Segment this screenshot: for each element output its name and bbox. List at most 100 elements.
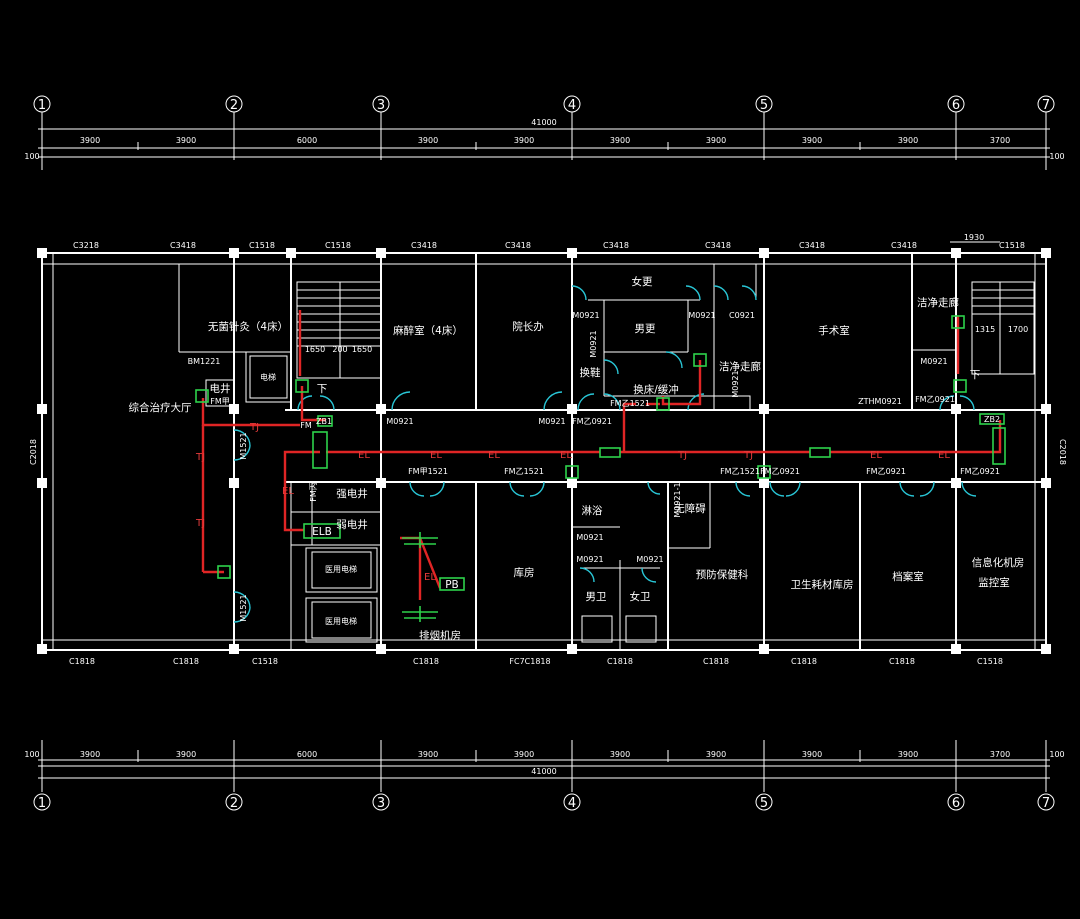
bot-seg-3: 6000 bbox=[297, 750, 317, 759]
zb2-label: ZB2 bbox=[984, 415, 1000, 424]
stair-right: 1315 1700 下 bbox=[970, 281, 1035, 381]
window-top-5: C3418 bbox=[411, 241, 437, 250]
axis-4-bottom: 4 bbox=[563, 793, 581, 811]
zb2-box bbox=[979, 413, 1005, 425]
room-change-shoes: 换鞋 bbox=[580, 366, 601, 379]
damper-1 bbox=[599, 447, 621, 458]
window-labels-bottom: C1818 C1818 C1518 C1818 FC7C1818 C1818 C… bbox=[69, 657, 1003, 666]
axis-5: 5 bbox=[755, 95, 773, 113]
door-label-8: M0921 bbox=[572, 311, 599, 320]
room-supplies: 卫生耗材库房 bbox=[791, 578, 854, 591]
window-top-9: C3418 bbox=[799, 241, 825, 250]
window-bot-7: C1818 bbox=[703, 657, 729, 666]
room-change-bed: 换床/缓冲 bbox=[633, 383, 679, 396]
axis-1: 1 bbox=[33, 95, 51, 113]
fan-unit-9 bbox=[951, 315, 965, 329]
door-label-17: M1521 bbox=[239, 594, 248, 621]
door-label-23: M0921-1 bbox=[673, 482, 682, 517]
duct-label-tj-1: TJ bbox=[677, 450, 687, 461]
window-top-10: C3418 bbox=[891, 241, 917, 250]
axis-6-bottom: 6 bbox=[947, 793, 965, 811]
fan-unit-2 bbox=[217, 565, 231, 579]
door-label-11: FM乙1521 bbox=[610, 399, 650, 408]
axis-3: 3 bbox=[372, 95, 390, 113]
zb1-label: ZB1 bbox=[316, 417, 332, 426]
pb-box bbox=[439, 577, 465, 591]
bot-seg-8: 3900 bbox=[898, 750, 918, 759]
fan-unit-7 bbox=[693, 353, 707, 367]
top-edge-left: 100 bbox=[24, 152, 39, 161]
room-sterile: 无菌针灸（4床） bbox=[208, 320, 288, 333]
bot-edge-right: 100 bbox=[1049, 750, 1064, 759]
room-power-shaft: 电井 bbox=[210, 382, 231, 395]
door-label-2: FM甲 bbox=[210, 397, 230, 406]
room-accessible: 无障碍 bbox=[674, 502, 706, 515]
window-bot-3: C1518 bbox=[252, 657, 278, 666]
room-labels: 综合治疗大厅 无菌针灸（4床） 麻醉室（4床） 院长办 女更 男更 换鞋 换床/… bbox=[129, 275, 1025, 642]
bottom-dimensions: 3900 3900 6000 3900 3900 3900 3900 3900 … bbox=[24, 740, 1065, 792]
fan-unit-1 bbox=[195, 389, 209, 403]
door-label-28: C0921 bbox=[729, 311, 755, 320]
duct-label-el-7: EL bbox=[282, 486, 294, 497]
stair-r-down-label: 下 bbox=[970, 369, 981, 381]
room-anesthesia: 麻醉室（4床） bbox=[393, 324, 463, 337]
pb-label: PB bbox=[445, 579, 459, 591]
fan-unit-3 bbox=[295, 379, 309, 393]
room-female-change: 女更 bbox=[632, 275, 653, 288]
axis-2-bottom: 2 bbox=[225, 793, 243, 811]
top-seg-6: 3900 bbox=[610, 136, 630, 145]
duct-label-el-3: EL bbox=[488, 450, 500, 461]
window-side-right: C2018 bbox=[1058, 439, 1067, 465]
duct-label-el-4: EL bbox=[560, 450, 572, 461]
door-label-21: M0921 bbox=[576, 533, 603, 542]
damper-2 bbox=[809, 447, 831, 458]
zb1-box bbox=[317, 415, 333, 427]
door-label-9: M0921 bbox=[688, 311, 715, 320]
room-male-change: 男更 bbox=[635, 323, 656, 335]
duct-label-el-2: EL bbox=[430, 450, 442, 461]
window-top-6: C3418 bbox=[505, 241, 531, 250]
room-elevator-a: 医用电梯 bbox=[325, 564, 357, 574]
room-operating: 手术室 bbox=[818, 324, 850, 337]
top-seg-9: 3700 bbox=[990, 136, 1010, 145]
window-bot-8: C1818 bbox=[791, 657, 817, 666]
door-label-29: ZTHM0921 bbox=[858, 397, 902, 406]
room-female-wc: 女卫 bbox=[630, 590, 651, 603]
duct-label-el-5: EL bbox=[870, 450, 882, 461]
riser-1 bbox=[312, 431, 328, 469]
axis-5-bottom: 5 bbox=[755, 793, 773, 811]
svg-text:1: 1 bbox=[38, 796, 46, 811]
bot-seg-6: 3900 bbox=[610, 750, 630, 759]
top-seg-3: 6000 bbox=[297, 136, 317, 145]
axis-6: 6 bbox=[947, 95, 965, 113]
bot-seg-4: 3900 bbox=[418, 750, 438, 759]
svg-text:5: 5 bbox=[760, 98, 768, 113]
duct-label-el-6: EL bbox=[938, 450, 950, 461]
svg-text:6: 6 bbox=[952, 796, 960, 811]
svg-text:5: 5 bbox=[760, 796, 768, 811]
room-clean-corridor-2: 洁净走廊 bbox=[917, 296, 959, 309]
duct-label-el-1: EL bbox=[358, 450, 370, 461]
door-label-14: FM丙 bbox=[309, 482, 318, 502]
door-label-27: FM乙0921 bbox=[960, 467, 1000, 476]
top-dimensions: 41000 3900 3900 6000 3900 3900 3900 3900… bbox=[24, 112, 1065, 170]
svg-text:4: 4 bbox=[568, 796, 576, 811]
bottom-total-dim: 41000 bbox=[531, 767, 556, 776]
room-dean: 院长办 bbox=[512, 320, 544, 333]
window-bot-9: C1818 bbox=[889, 657, 915, 666]
window-top-2: C3418 bbox=[170, 241, 196, 250]
door-swings bbox=[233, 285, 977, 623]
window-side-left: C2018 bbox=[29, 439, 38, 465]
svg-text:7: 7 bbox=[1042, 98, 1050, 113]
door-label-4: FM bbox=[300, 421, 312, 430]
top-seg-8: 3900 bbox=[898, 136, 918, 145]
top-edge-right: 100 bbox=[1049, 152, 1064, 161]
door-label-19: FM乙1521 bbox=[504, 467, 544, 476]
door-label-10: M0921 bbox=[589, 330, 598, 357]
duct-lines: EL EL EL EL EL EL TJ TJ TJ TJ TJ EL EL bbox=[195, 310, 1002, 600]
stair-r-dim-1: 1315 bbox=[975, 325, 995, 334]
svg-text:4: 4 bbox=[568, 98, 576, 113]
window-top-4: C1518 bbox=[325, 241, 351, 250]
door-label-1: BM1221 bbox=[188, 357, 221, 366]
